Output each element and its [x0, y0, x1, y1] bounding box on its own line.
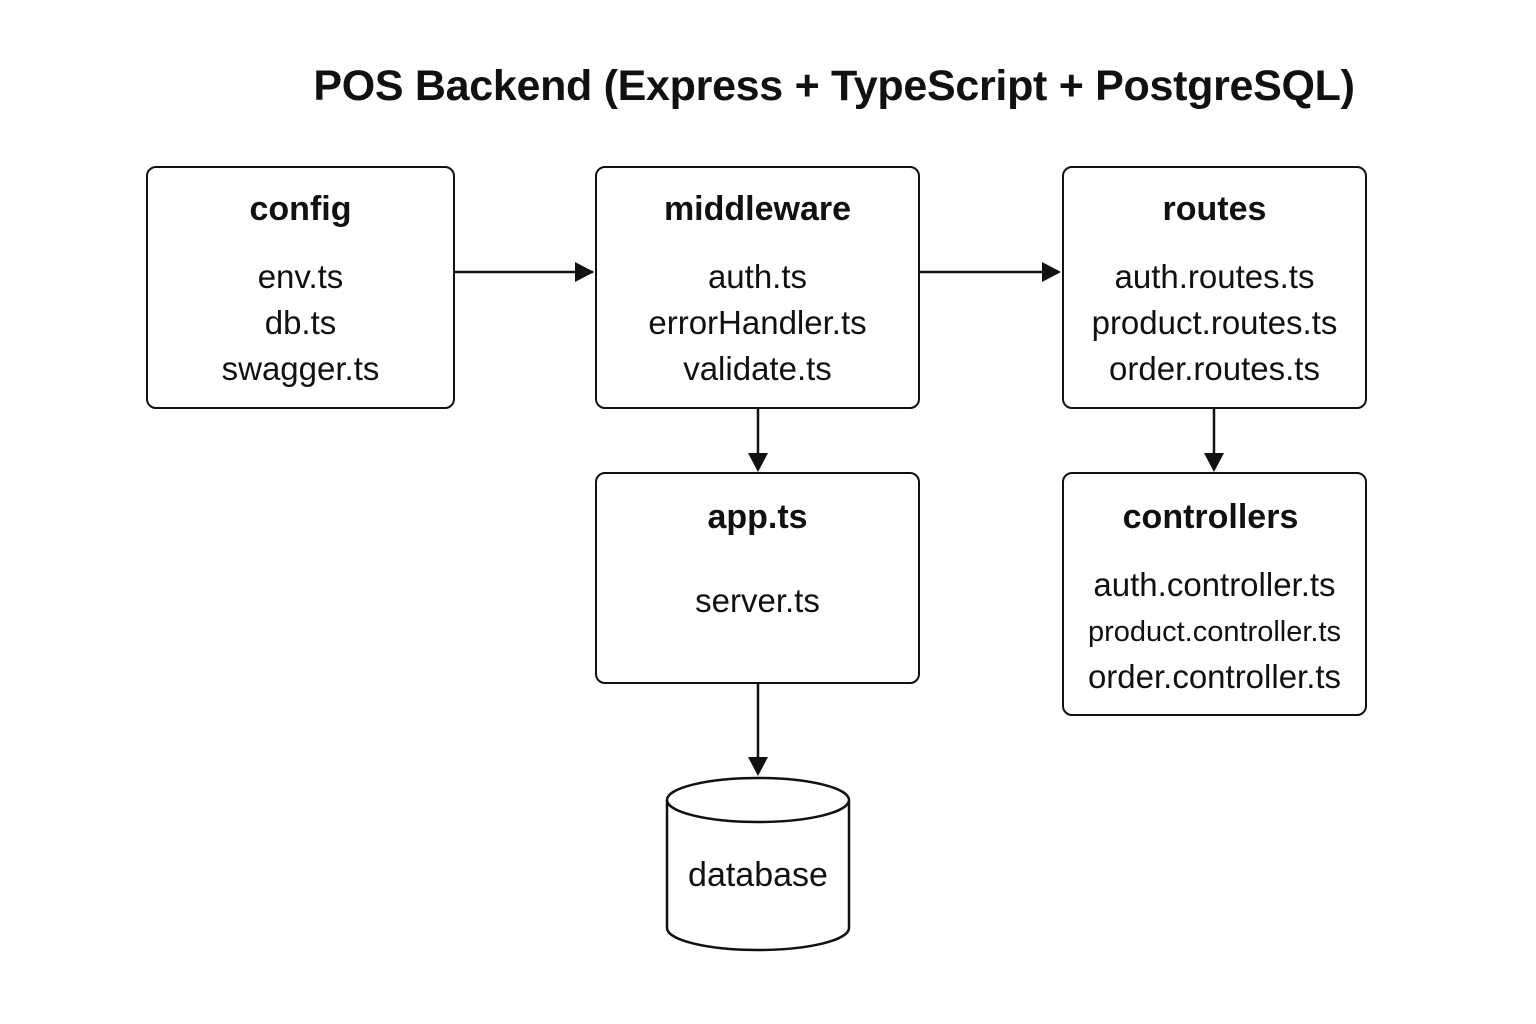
- controllers-box-title: controllers: [1122, 498, 1299, 536]
- config-file-swagger: swagger.ts: [221, 350, 380, 387]
- arrowhead-app-to-database: [748, 757, 768, 776]
- page-title: POS Backend (Express + TypeScript + Post…: [313, 62, 1355, 110]
- arrowhead-middleware-to-app: [748, 453, 768, 472]
- middleware-box-title: middleware: [663, 190, 852, 228]
- routes-box: routes auth.routes.ts product.routes.ts …: [1062, 166, 1367, 409]
- app-box-title: app.ts: [707, 498, 808, 536]
- middleware-box: middleware auth.ts errorHandler.ts valid…: [595, 166, 920, 409]
- arrowhead-config-to-middleware: [575, 262, 594, 282]
- database-cylinder-body: [665, 800, 851, 952]
- middleware-file-auth: auth.ts: [707, 258, 808, 295]
- app-file-server: server.ts: [695, 582, 820, 619]
- config-box: config env.ts db.ts swagger.ts: [146, 166, 455, 409]
- database-cylinder: [665, 776, 851, 952]
- routes-file-auth: auth.routes.ts: [1114, 258, 1315, 295]
- database-label: database: [688, 856, 828, 894]
- app-box: app.ts server.ts: [595, 472, 920, 684]
- config-file-db: db.ts: [264, 304, 337, 341]
- middleware-file-error-handler: errorHandler.ts: [648, 304, 867, 341]
- config-file-env: env.ts: [257, 258, 344, 295]
- routes-box-title: routes: [1162, 190, 1267, 228]
- controllers-file-order: order.controller.ts: [1087, 658, 1342, 695]
- middleware-file-validate: validate.ts: [683, 350, 832, 387]
- controllers-file-auth: auth.controller.ts: [1093, 566, 1336, 603]
- controllers-box: controllers auth.controller.ts product.c…: [1062, 472, 1367, 716]
- arrowhead-middleware-to-routes: [1042, 262, 1061, 282]
- routes-file-product: product.routes.ts: [1091, 304, 1338, 341]
- routes-file-order: order.routes.ts: [1109, 350, 1320, 387]
- config-box-title: config: [249, 190, 352, 228]
- arrowhead-routes-to-controllers: [1204, 453, 1224, 472]
- controllers-file-product: product.controller.ts: [1087, 616, 1342, 648]
- database-cylinder-top: [665, 776, 851, 824]
